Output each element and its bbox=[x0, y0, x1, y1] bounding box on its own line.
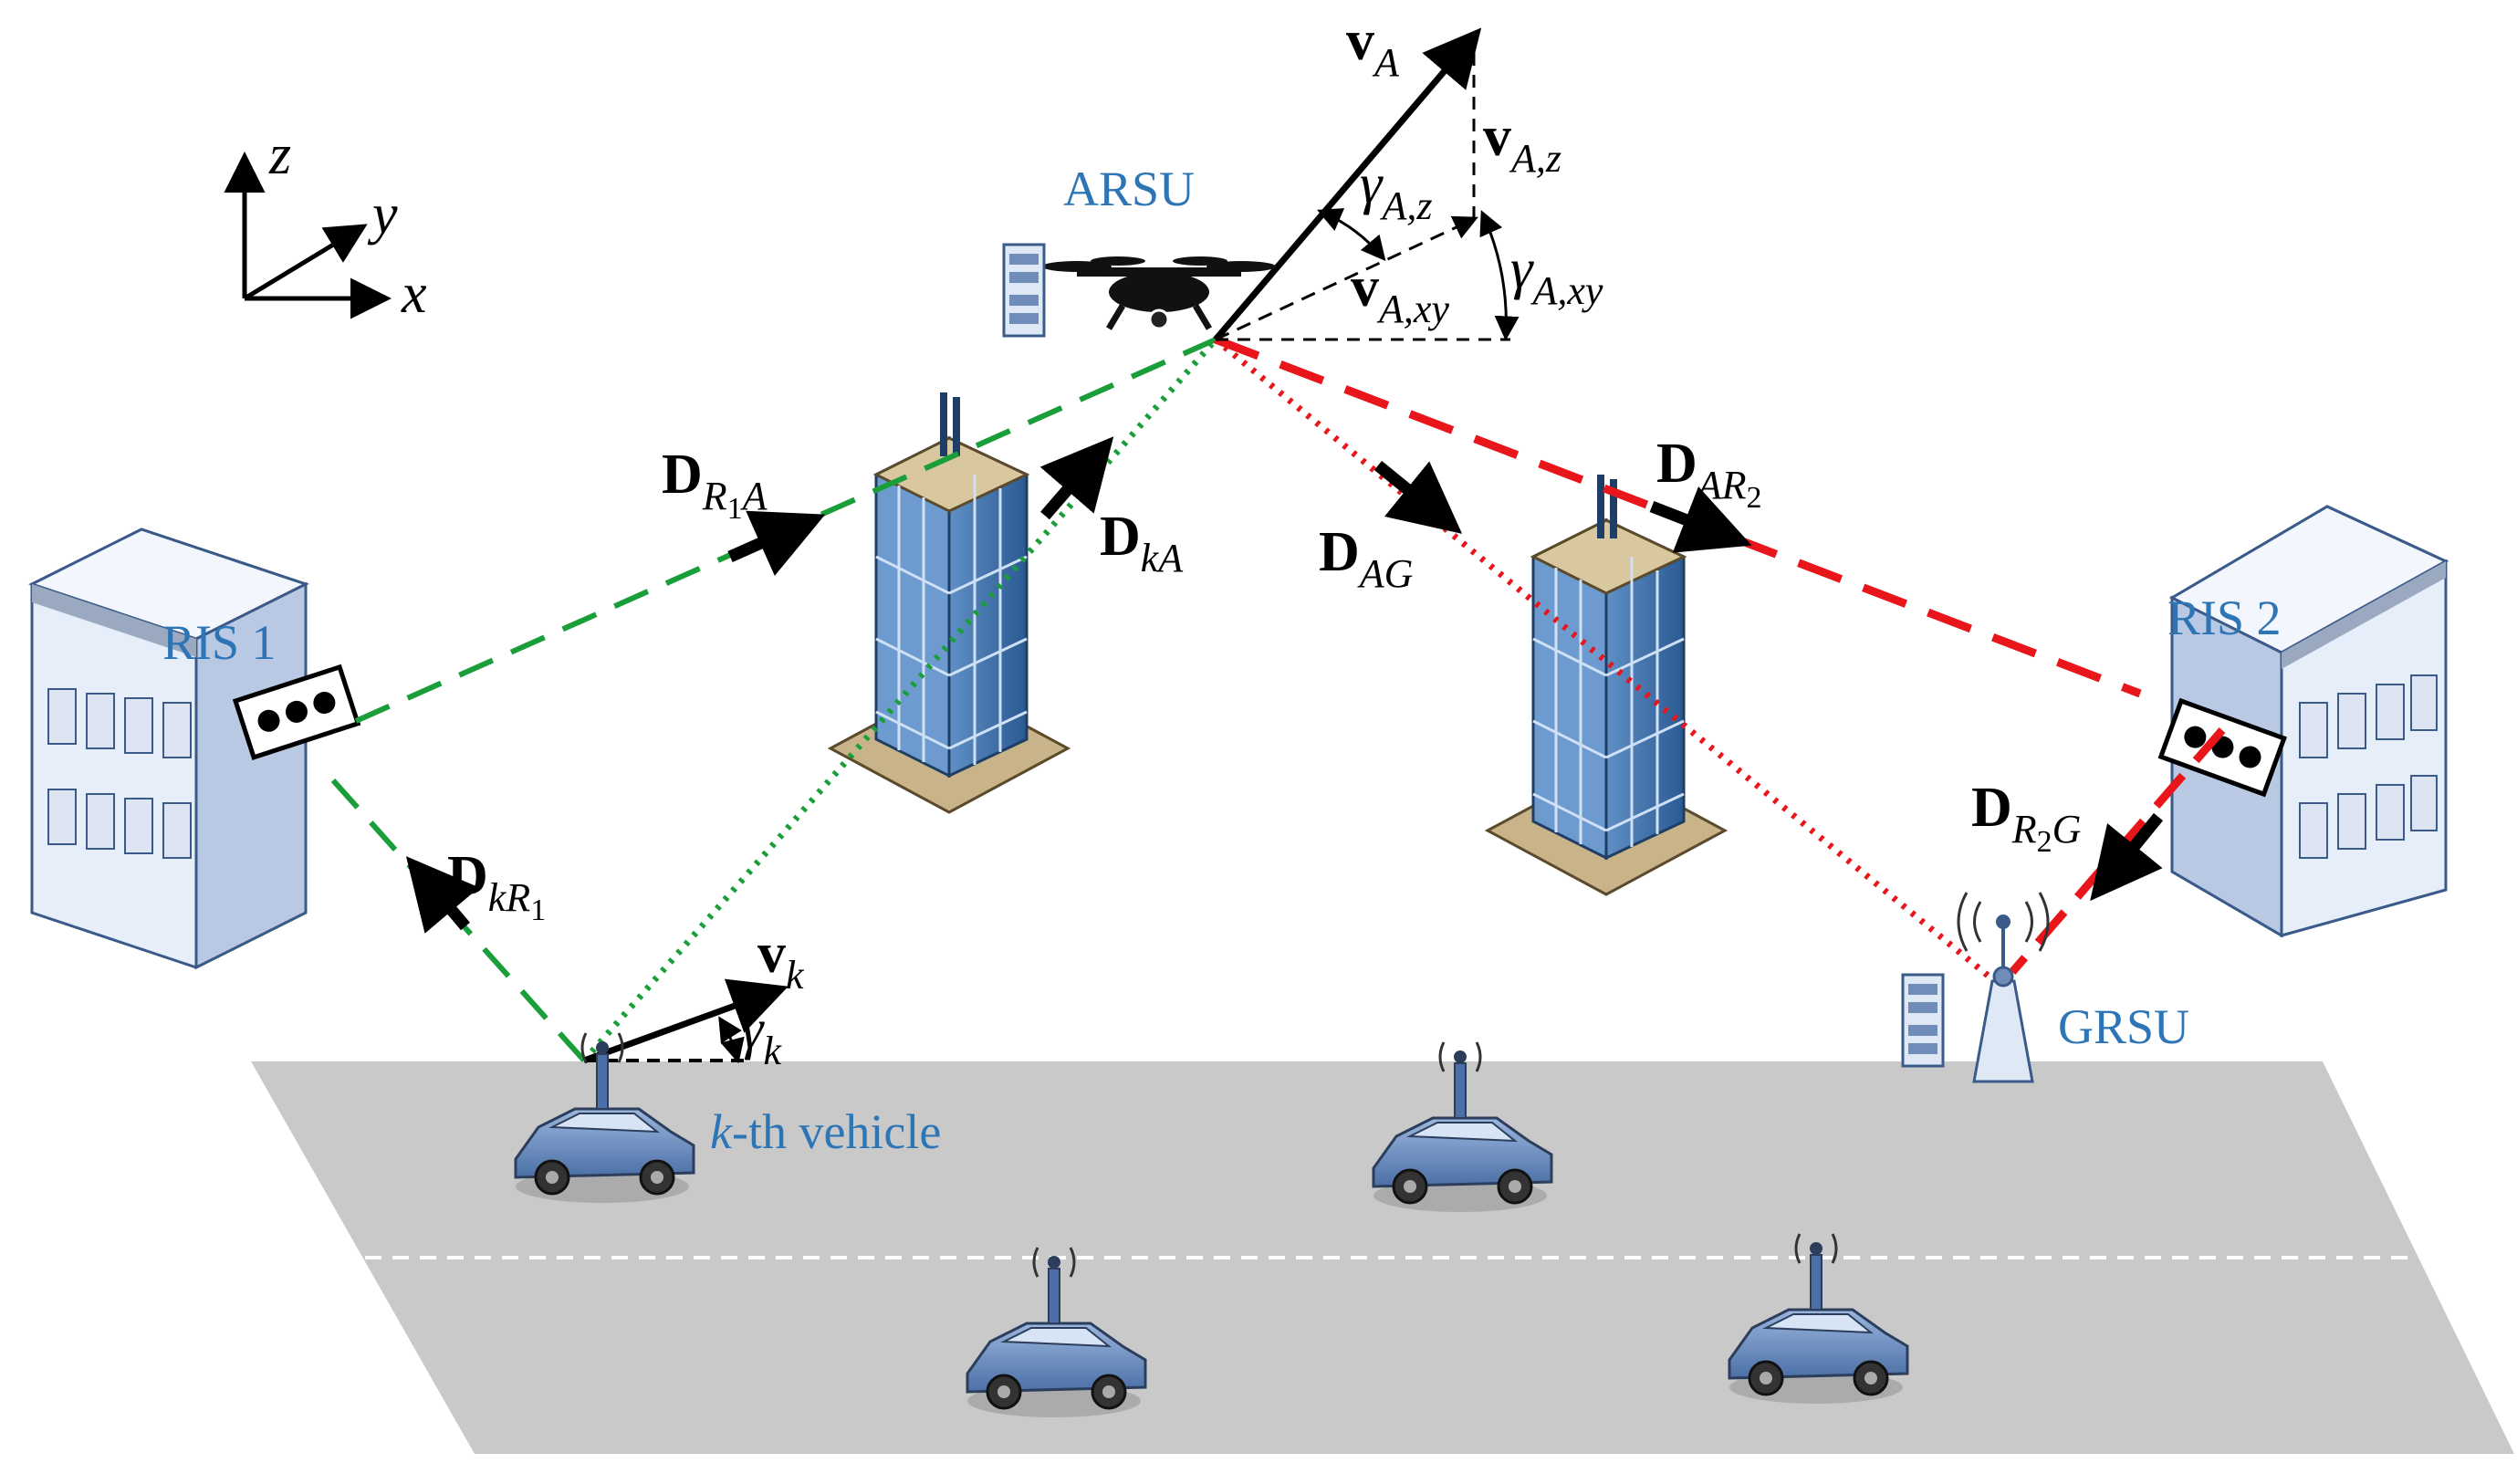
road bbox=[251, 1061, 2514, 1454]
ris1-label: RIS 1 bbox=[162, 615, 277, 670]
coordinate-axes: z y x bbox=[224, 124, 427, 325]
label-D-R1A: DR1A bbox=[662, 444, 768, 526]
ris1-building bbox=[30, 528, 308, 969]
vehicle-velocity bbox=[582, 978, 789, 1064]
label-D-AG: DAG bbox=[1319, 521, 1413, 596]
skyscraper-right bbox=[1486, 473, 1727, 896]
drone-icon bbox=[1042, 256, 1276, 330]
arsu-velocity bbox=[1213, 27, 1520, 342]
label-D-kA: DkA bbox=[1100, 506, 1184, 580]
ris2-panel bbox=[2157, 697, 2287, 798]
label-gamma-Axy: γA,xy bbox=[1510, 238, 1603, 313]
grsu-label: GRSU bbox=[2058, 999, 2189, 1054]
label-v-k: vk bbox=[757, 923, 805, 998]
ris2-building bbox=[2168, 505, 2449, 938]
axis-z-label: z bbox=[268, 124, 291, 186]
grsu-antenna-icon bbox=[1957, 892, 2050, 1083]
link-A-G bbox=[1213, 337, 1994, 981]
axis-y-label: y bbox=[367, 183, 398, 246]
label-v-Axy: vA,xy bbox=[1351, 256, 1449, 331]
label-gamma-Az: γA,z bbox=[1360, 153, 1432, 228]
link-direction-arrows bbox=[405, 436, 2164, 934]
axis-x-label: x bbox=[401, 263, 427, 325]
ris2-label: RIS 2 bbox=[2167, 590, 2282, 645]
grsu-server-icon bbox=[1901, 973, 1945, 1068]
label-D-R2G: DR2G bbox=[1971, 777, 2081, 859]
vehicle-k-label: k-th vehicle bbox=[710, 1104, 941, 1159]
label-v-Az: vA,z bbox=[1483, 106, 1561, 181]
label-D-AR2: DAR2 bbox=[1656, 433, 1762, 515]
label-gamma-k: γk bbox=[741, 998, 782, 1073]
label-D-kR1: DkR1 bbox=[447, 845, 546, 927]
arsu-label: ARSU bbox=[1063, 162, 1195, 216]
links bbox=[330, 335, 2226, 1063]
ris1-panel bbox=[232, 664, 361, 760]
label-v-A: vA bbox=[1346, 10, 1400, 85]
arsu-server-icon bbox=[1002, 243, 1046, 338]
